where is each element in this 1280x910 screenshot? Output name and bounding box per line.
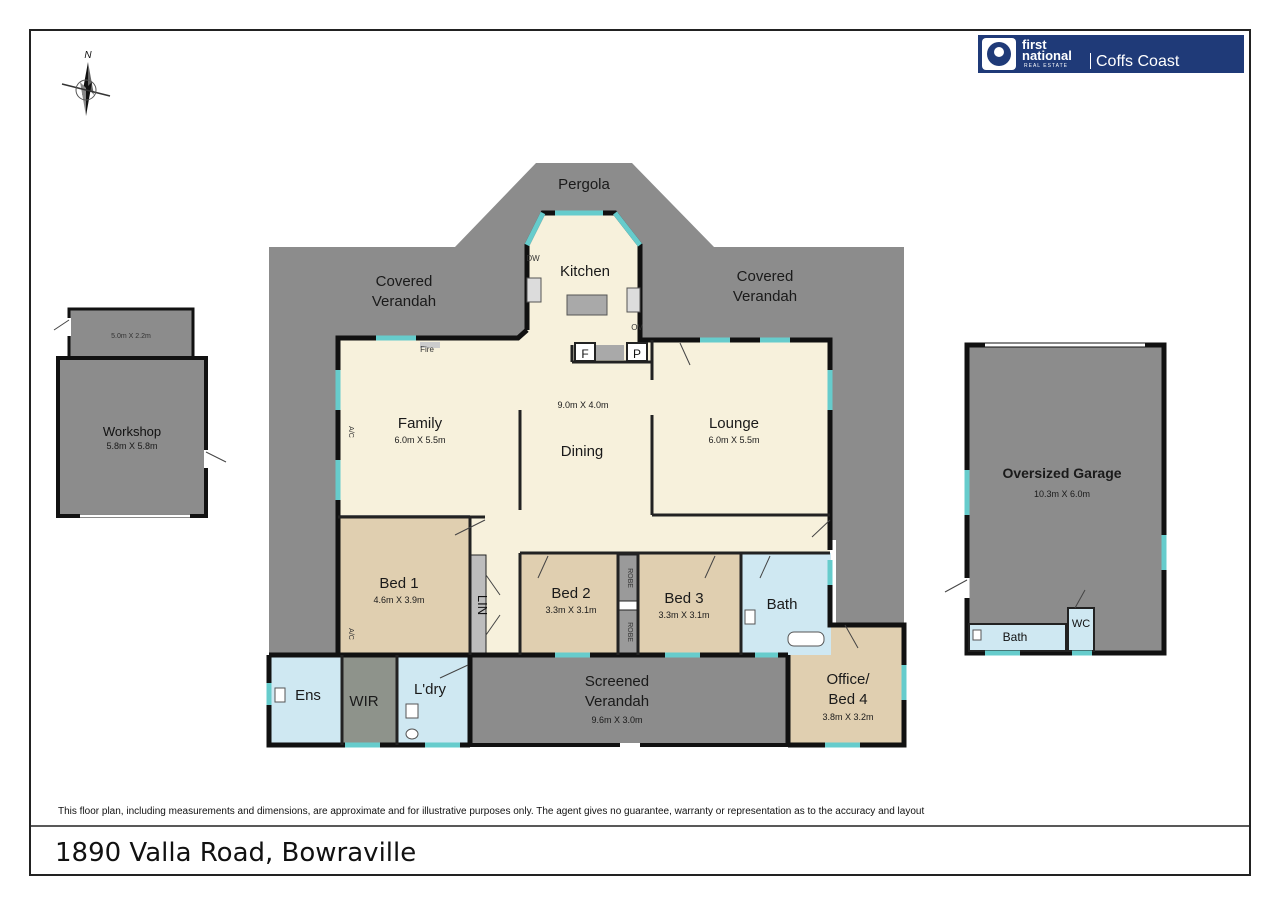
lounge-label: Lounge xyxy=(709,415,759,432)
logo-line3: REAL ESTATE xyxy=(1024,63,1068,69)
covered-verandah-left-label-line2: Verandah xyxy=(372,293,436,310)
dining-label: Dining xyxy=(561,443,604,460)
aircon-family-label: A/C xyxy=(347,426,354,438)
laundry-label: L'dry xyxy=(414,681,447,698)
linen-label: LIN xyxy=(475,595,490,615)
bed3-label: Bed 3 xyxy=(664,590,703,607)
garage-building xyxy=(944,342,1167,656)
family-label: Family xyxy=(398,415,443,432)
office-dimensions: 3.8m X 3.2m xyxy=(822,712,873,722)
workshop-label: Workshop xyxy=(103,424,161,439)
screened-verandah-label-line1: Screened xyxy=(585,673,649,690)
wir-label: WIR xyxy=(349,693,378,710)
living-area xyxy=(338,213,830,515)
logo-line1: first xyxy=(1022,37,1047,52)
covered-verandah-right-label-line1: Covered xyxy=(737,268,794,285)
screened-verandah-label-line2: Verandah xyxy=(585,693,649,710)
garage-dimensions: 10.3m X 6.0m xyxy=(1034,489,1090,499)
office-label-line2: Bed 4 xyxy=(828,691,867,708)
bed2-label: Bed 2 xyxy=(551,585,590,602)
kitchen-label: Kitchen xyxy=(560,263,610,280)
logo-line2: national xyxy=(1022,48,1072,63)
lounge-dimensions: 6.0m X 5.5m xyxy=(708,435,759,445)
property-address: 1890 Valla Road, Bowraville xyxy=(55,838,417,868)
robe-bed3-label: ROBE xyxy=(626,622,633,642)
fireplace-label: Fire xyxy=(420,345,434,354)
screened-verandah-dimensions: 9.6m X 3.0m xyxy=(591,715,642,725)
covered-verandah-left-label-line1: Covered xyxy=(376,273,433,290)
covered-verandah-right-label-line2: Verandah xyxy=(733,288,797,305)
compass-north-label: N xyxy=(84,50,92,61)
garage-wc-label: WC xyxy=(1072,618,1090,630)
bed2-room xyxy=(520,553,618,655)
fridge-label: F xyxy=(581,347,588,361)
logo-office: Coffs Coast xyxy=(1096,53,1180,70)
page-border xyxy=(29,29,1251,876)
family-dimensions: 6.0m X 5.5m xyxy=(394,435,445,445)
workshop-annex-dimensions: 5.0m X 2.2m xyxy=(111,333,151,340)
bed1-dimensions: 4.6m X 3.9m xyxy=(373,595,424,605)
robe-bed2-label: ROBE xyxy=(626,568,633,588)
pergola-label: Pergola xyxy=(558,176,610,193)
bed3-dimensions: 3.3m X 3.1m xyxy=(658,610,709,620)
aircon-bed1-label: A/C xyxy=(347,628,354,640)
screened-verandah xyxy=(468,653,790,747)
agency-logo: first national REAL ESTATE Coffs Coast xyxy=(978,35,1244,73)
bed2-dimensions: 3.3m X 3.1m xyxy=(545,605,596,615)
workshop-dimensions: 5.8m X 5.8m xyxy=(106,441,157,451)
pantry-label: P xyxy=(633,347,641,361)
dishwasher-label: DW xyxy=(526,254,540,263)
ensuite-label: Ens xyxy=(295,687,321,704)
oven-label: OV xyxy=(631,323,643,332)
garage-bath-label: Bath xyxy=(1003,630,1028,644)
bed3-room xyxy=(638,553,741,655)
bed1-room xyxy=(340,517,470,655)
bed1-label: Bed 1 xyxy=(379,575,418,592)
garage-label: Oversized Garage xyxy=(1002,465,1121,481)
office-label-line1: Office/ xyxy=(826,671,870,688)
bath-label: Bath xyxy=(767,596,798,613)
wir-room xyxy=(342,655,397,745)
disclaimer-text: This floor plan, including measurements … xyxy=(58,806,925,817)
agency-logo-icon xyxy=(982,38,1016,70)
dining-dimensions: 9.0m X 4.0m xyxy=(557,400,608,410)
main-house xyxy=(266,163,907,748)
workshop-building xyxy=(53,307,227,518)
compass-icon: N xyxy=(61,50,111,116)
